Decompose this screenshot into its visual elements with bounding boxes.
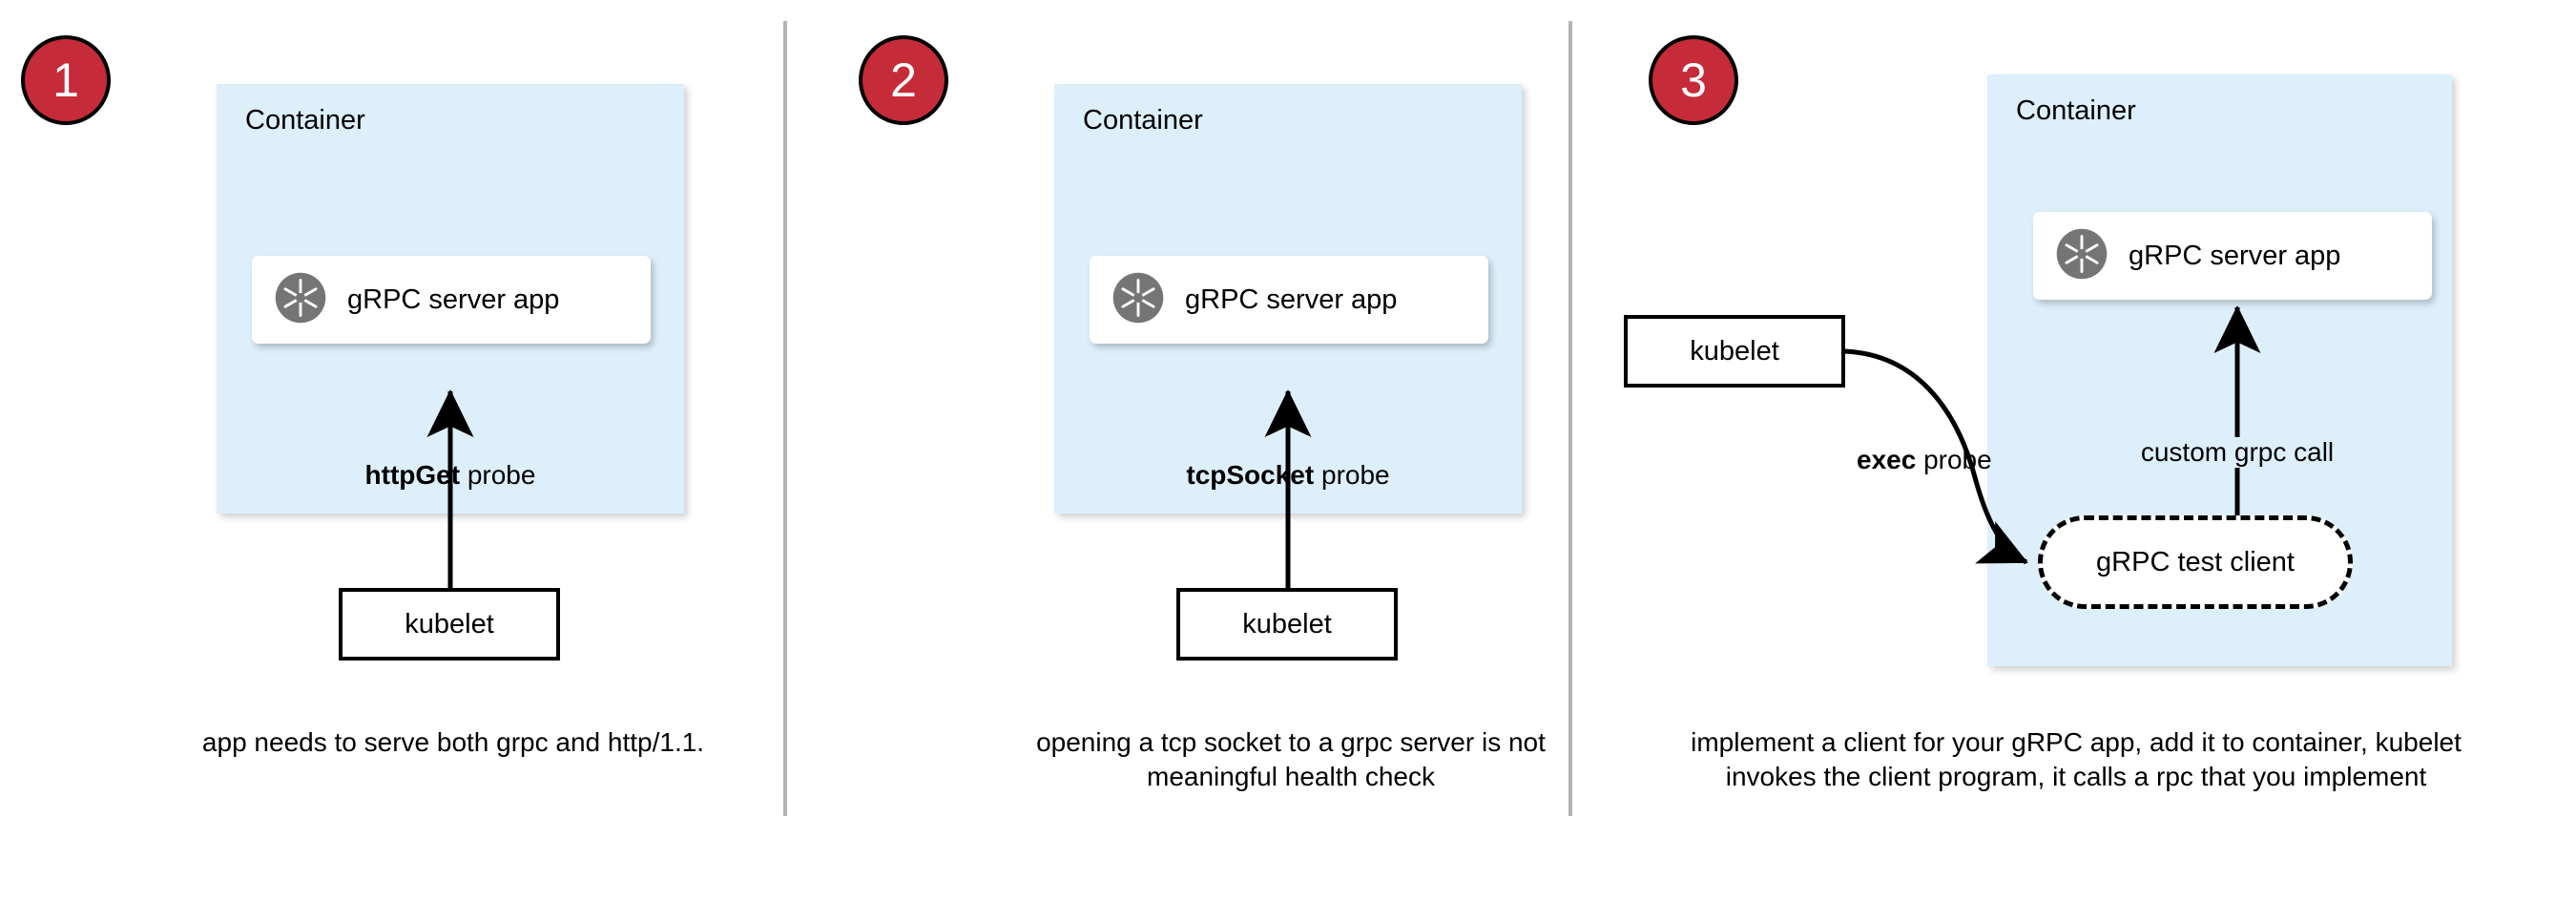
probe-label-rest-1: probe: [460, 460, 536, 490]
container-label-1: Container: [245, 105, 365, 136]
kubelet-box-2[interactable]: kubelet: [1176, 588, 1398, 661]
grpc-server-app-label-3: gRPC server app: [2129, 240, 2341, 271]
panel-caption-3: implement a client for your gRPC app, ad…: [1691, 727, 2462, 791]
grpc-test-client-label: gRPC test client: [2096, 546, 2295, 577]
custom-grpc-call-label: custom grpc call: [2134, 437, 2340, 468]
panel-divider-1: [783, 21, 787, 816]
grpc-logo-icon: [2054, 226, 2109, 286]
kubelet-box-1[interactable]: kubelet: [339, 588, 560, 661]
probe-label-bold-2: tcpSocket: [1186, 460, 1315, 490]
probe-label-2: tcpSocket probe: [1186, 460, 1389, 491]
panel-divider-2: [1568, 21, 1572, 816]
container-label-3: Container: [2016, 95, 2136, 126]
grpc-server-app-label-1: gRPC server app: [347, 283, 560, 315]
panel-caption-1: app needs to serve both grpc and http/1.…: [201, 727, 705, 757]
panel-httpget-probe: 1 Container: [0, 0, 785, 923]
probe-label-3: exec probe: [1857, 445, 2076, 475]
probe-label-rest-2: probe: [1314, 460, 1390, 490]
container-label-2: Container: [1083, 105, 1203, 136]
grpc-logo-icon: [273, 270, 328, 330]
panel-exec-probe: 3 Container: [1570, 0, 2576, 923]
grpc-logo-icon: [1111, 270, 1166, 330]
kubelet-label-2: kubelet: [1242, 608, 1332, 640]
probe-label-1: httpGet probe: [365, 460, 536, 491]
panel-tcpsocket-probe: 2 Container: [785, 0, 1570, 923]
step-badge-2: 2: [859, 35, 948, 125]
grpc-test-client-box[interactable]: gRPC test client: [2038, 515, 2353, 609]
grpc-server-app-card-3[interactable]: gRPC server app: [2033, 212, 2432, 300]
grpc-server-app-card-2[interactable]: gRPC server app: [1090, 256, 1488, 344]
step-badge-1: 1: [21, 35, 111, 125]
probe-label-bold-3: exec: [1857, 445, 1917, 474]
grpc-server-app-card-1[interactable]: gRPC server app: [252, 256, 651, 344]
kubelet-label-1: kubelet: [405, 608, 494, 640]
kubelet-box-3[interactable]: kubelet: [1624, 315, 1845, 388]
grpc-server-app-label-2: gRPC server app: [1185, 283, 1398, 315]
panel-caption-2: opening a tcp socket to a grpc server is…: [1036, 727, 1546, 791]
probe-label-bold-1: httpGet: [364, 460, 461, 490]
kubelet-label-3: kubelet: [1690, 335, 1779, 367]
probe-label-rest-3: probe: [1916, 445, 1992, 474]
step-badge-3: 3: [1649, 35, 1738, 125]
